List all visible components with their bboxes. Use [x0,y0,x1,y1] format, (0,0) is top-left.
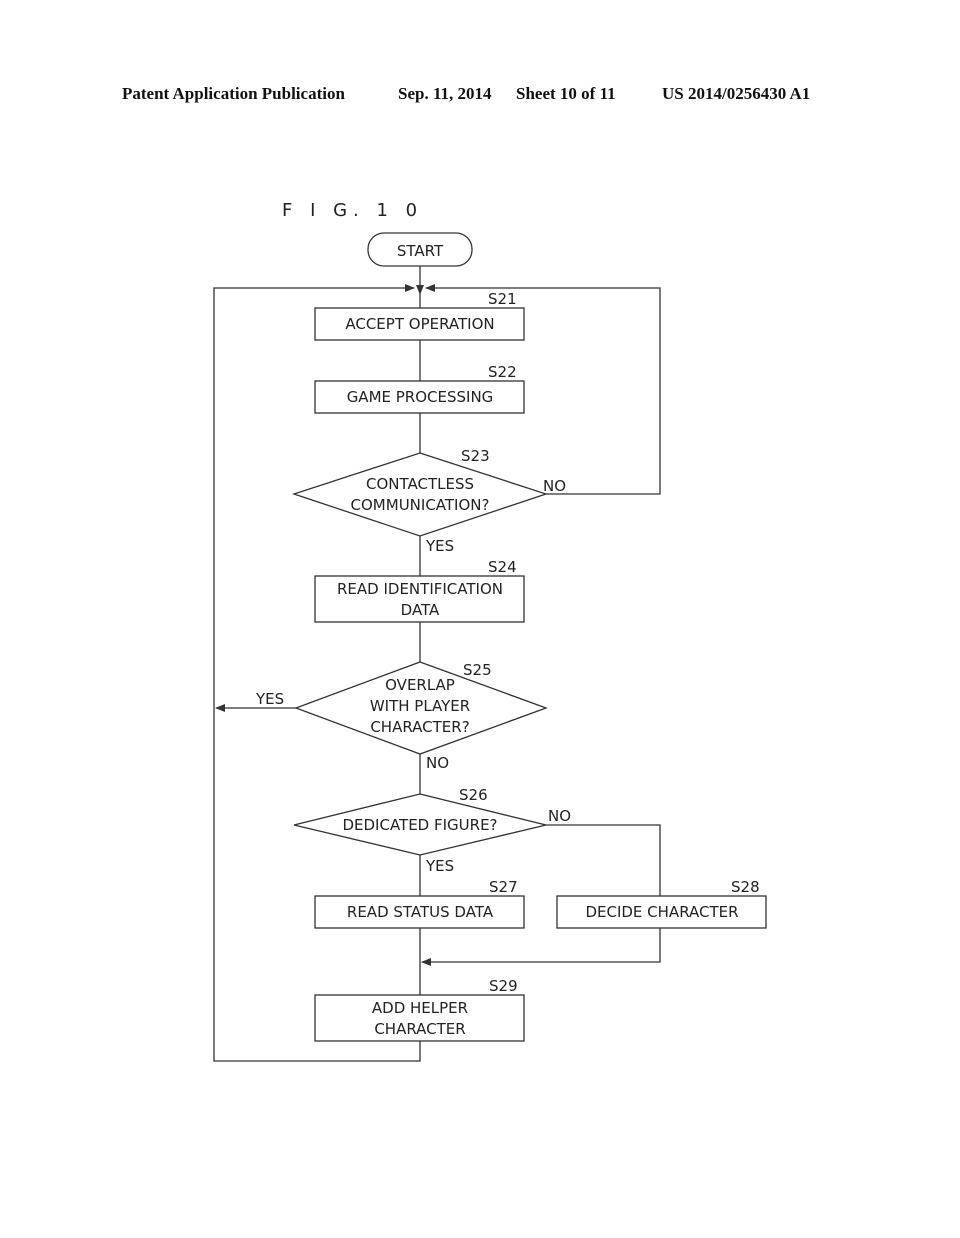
step-s22-id: S22 [488,363,517,381]
step-s27-text: READ STATUS DATA [347,903,494,921]
step-s25-text-3: CHARACTER? [370,718,469,736]
step-s22-text: GAME PROCESSING [347,388,494,406]
step-s25-text-1: OVERLAP [385,676,455,694]
s26-no-label: NO [548,807,571,825]
sheet-number: Sheet 10 of 11 [516,84,616,103]
step-s29-text-1: ADD HELPER [372,999,468,1017]
step-s25-diamond [294,661,548,755]
publication-date: Sep. 11, 2014 [398,84,492,103]
step-s25-id: S25 [463,661,492,679]
step-s23-text-1: CONTACTLESS [366,475,474,493]
step-s28-id: S28 [731,878,760,896]
step-s28-box [556,895,767,929]
s23-no-label: NO [543,477,566,495]
step-s26-text: DEDICATED FIGURE? [342,816,497,834]
publication-label: Patent Application Publication [122,84,345,103]
step-s21-id: S21 [488,290,517,308]
step-s22-box [314,380,525,414]
start-label: START [397,242,444,260]
s26-no-line [546,824,661,896]
s28-merge-arrow [421,928,661,966]
step-s23-id: S23 [461,447,490,465]
s23-no-loop [425,284,661,495]
step-s21-box [314,307,525,341]
step-s24-text-1: READ IDENTIFICATION [337,580,503,598]
step-s29-box [314,994,525,1042]
s23-yes-label: YES [425,537,454,555]
step-s21-text: ACCEPT OPERATION [345,315,494,333]
step-s29-text-2: CHARACTER [374,1020,465,1038]
step-s27-id: S27 [489,878,518,896]
step-s25-text-2: WITH PLAYER [370,697,470,715]
s25-yes-label: YES [255,690,284,708]
step-s23-text-2: COMMUNICATION? [351,496,490,514]
step-s29-id: S29 [489,977,518,995]
page-header: Patent Application Publication Sep. 11, … [0,84,960,108]
figure-title: F I G. 1 0 [282,200,424,221]
step-s24-box [314,575,525,623]
step-s26-id: S26 [459,786,488,804]
patent-number: US 2014/0256430 A1 [662,84,811,103]
s25-no-label: NO [426,754,449,772]
step-s23-diamond [291,452,549,537]
main-loop [213,284,421,1062]
step-s24-text-2: DATA [401,601,440,619]
step-s24-id: S24 [488,558,517,576]
step-s28-text: DECIDE CHARACTER [585,903,738,921]
step-s26-diamond [293,793,547,856]
step-s27-box [314,895,525,929]
s26-yes-label: YES [425,857,454,875]
